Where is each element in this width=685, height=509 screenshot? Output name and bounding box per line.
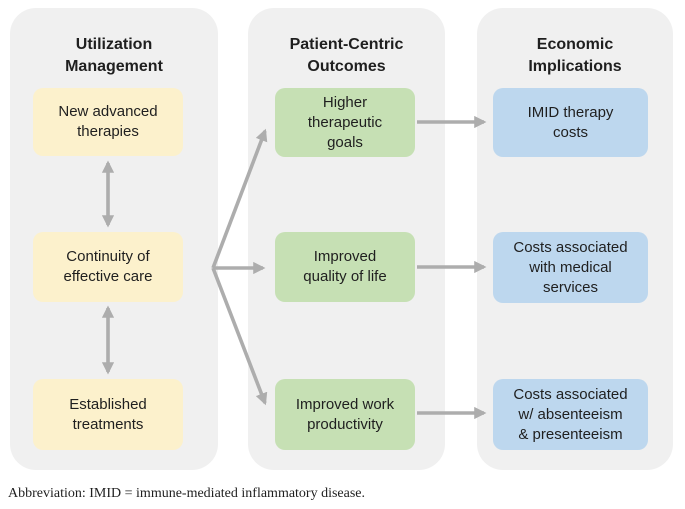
box-label: Costs associated with medical services [513, 238, 628, 296]
box-label: New advanced therapies [58, 103, 158, 140]
box-label: Continuity of effective care [63, 248, 153, 285]
box-costs-medical-services: Costs associated with medical services [493, 232, 648, 303]
box-continuity-of-effective-care: Continuity of effective care [33, 232, 183, 302]
box-costs-absenteeism-presenteeism: Costs associated w/ absenteeism & presen… [493, 379, 648, 450]
abbreviation-note: Abbreviation: IMID = immune-mediated inf… [8, 486, 366, 501]
column-title-economic-implications: Economic Implications [528, 36, 622, 75]
column-title-utilization-management: Utilization Management [65, 36, 163, 75]
box-label: Improved quality of life [303, 248, 387, 285]
box-label: IMID therapy costs [527, 103, 614, 141]
box-established-treatments: Established treatments [33, 379, 183, 450]
box-improved-quality-of-life: Improved quality of life [275, 232, 415, 302]
box-label: Improved work productivity [295, 395, 395, 433]
box-improved-work-productivity: Improved work productivity [275, 379, 415, 450]
box-label: Costs associated w/ absenteeism & presen… [513, 385, 628, 443]
box-imid-therapy-costs: IMID therapy costs [493, 88, 648, 157]
column-title-patient-centric-outcomes: Patient-Centric Outcomes [289, 36, 404, 75]
box-label: Established treatments [69, 395, 147, 433]
box-new-advanced-therapies: New advanced therapies [33, 88, 183, 156]
box-label: Higher therapeutic goals [307, 93, 383, 151]
box-higher-therapeutic-goals: Higher therapeutic goals [275, 88, 415, 157]
